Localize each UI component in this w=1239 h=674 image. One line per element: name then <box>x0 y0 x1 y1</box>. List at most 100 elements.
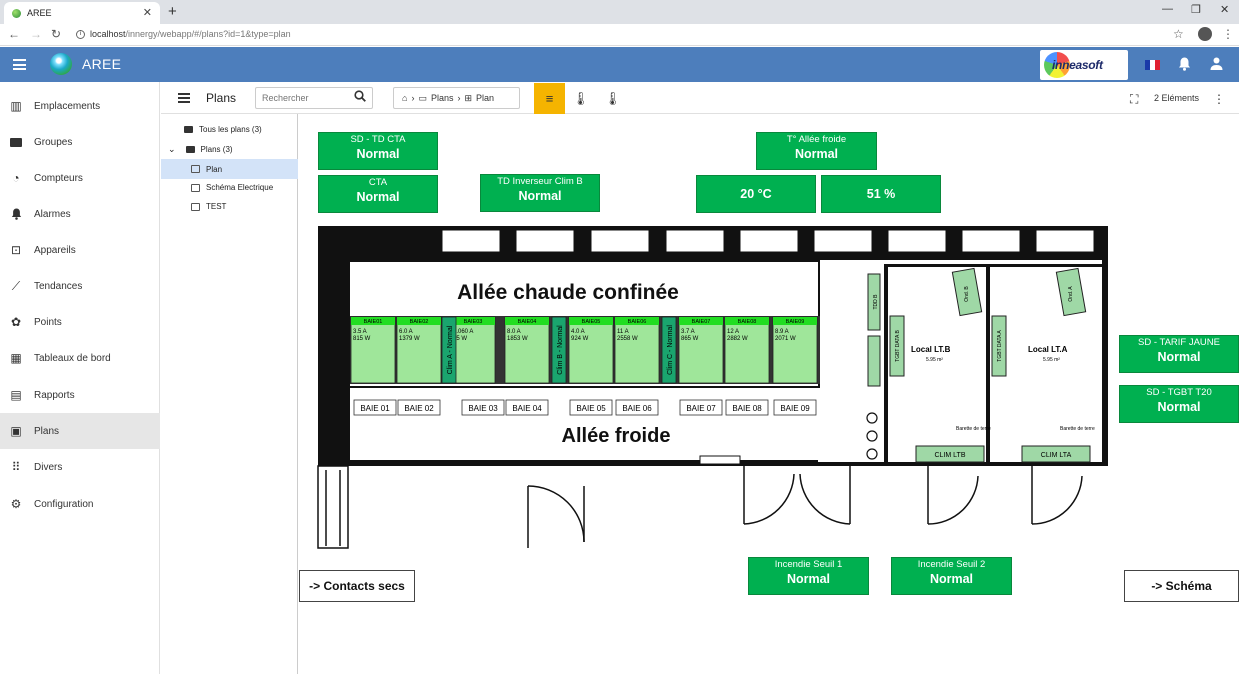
gear-icon: ⚙ <box>10 497 22 511</box>
local-a-name: Local LT.A <box>1028 345 1068 354</box>
breadcrumb-plans[interactable]: Plans <box>430 93 454 103</box>
rack-name: BAIE03 <box>464 319 483 325</box>
search-input[interactable] <box>255 87 373 109</box>
status-box-cta[interactable]: CTA Normal <box>318 175 438 213</box>
picture-icon <box>191 202 200 211</box>
tree-item-plan[interactable]: Plan <box>161 159 298 179</box>
rack-tag-label: BAIE 03 <box>468 404 498 413</box>
list-view-button[interactable]: ≡ <box>534 83 565 114</box>
rack-header <box>569 317 613 325</box>
sidebar-item-rapports[interactable]: ▤Rapports <box>0 377 160 413</box>
profile-icon[interactable] <box>1198 27 1212 41</box>
rack-tag-5: BAIE 05 <box>569 399 613 416</box>
contacts-secs-button[interactable]: -> Contacts secs <box>299 570 415 602</box>
schema-button[interactable]: -> Schéma <box>1124 570 1239 602</box>
fullscreen-icon[interactable]: ⛶ <box>1130 92 1139 106</box>
clim-unit-3[interactable]: Clim C - Normal <box>661 316 677 384</box>
sidebar-item-appareils[interactable]: ⊡Appareils <box>0 232 160 268</box>
reload-icon[interactable]: ↻ <box>51 27 62 41</box>
hamburger-menu-icon[interactable] <box>13 59 26 70</box>
rack-tag-label: BAIE 06 <box>622 404 652 413</box>
sidebar-item-alarmes[interactable]: Alarmes <box>0 196 160 232</box>
french-flag-icon[interactable] <box>1145 60 1160 70</box>
status-box-incendie-2[interactable]: Incendie Seuil 2 Normal <box>891 557 1012 595</box>
clim-unit-1[interactable]: Clim A - Normal <box>441 316 457 384</box>
close-tab-icon[interactable]: ✕ <box>142 7 152 19</box>
status-box-td-inverseur[interactable]: TD Inverseur Clim B Normal <box>480 174 600 212</box>
ond-a-label: Ond. A <box>1068 286 1074 302</box>
status-label: TD Inverseur Clim B <box>497 176 583 187</box>
bookmark-star-icon[interactable]: ☆ <box>1173 27 1184 41</box>
chevron-down-icon[interactable]: ⌄ <box>168 144 176 154</box>
status-box-t-allee-froide[interactable]: T° Allée froide Normal <box>756 132 877 170</box>
humidity-readout[interactable]: 51 % <box>821 175 941 213</box>
sidebar-item-points[interactable]: ✿Points <box>0 304 160 340</box>
rack-header <box>773 317 817 325</box>
tree-toggle-menu-icon[interactable] <box>178 93 190 103</box>
rack-name: BAIE06 <box>628 319 647 325</box>
close-window-icon[interactable]: ✕ <box>1220 4 1230 16</box>
back-icon[interactable]: ← <box>8 27 20 41</box>
status-box-tarif-jaune[interactable]: SD - TARIF JAUNE Normal <box>1119 335 1239 373</box>
user-account-icon[interactable] <box>1210 57 1223 73</box>
sidebar-item-groupes[interactable]: Groupes <box>0 124 160 160</box>
clim-label: Clim C - Normal <box>667 325 674 375</box>
rack-name: BAIE07 <box>692 319 711 325</box>
breadcrumb-plan[interactable]: Plan <box>476 93 495 103</box>
sidebar-item-emplacements[interactable]: ▥Emplacements <box>0 88 160 124</box>
notification-bell-icon[interactable] <box>1178 57 1191 74</box>
app-logo-icon <box>50 53 72 75</box>
sidebar-item-configuration[interactable]: ⚙Configuration <box>0 486 160 522</box>
sidebar-item-label: Tableaux de bord <box>34 352 111 364</box>
tree-item-all-plans[interactable]: Tous les plans (3) <box>184 125 262 134</box>
favicon-icon <box>12 8 21 18</box>
tdd-b-box <box>867 273 881 331</box>
temperature-up-button[interactable]: 🌡 <box>597 83 628 114</box>
sidebar-item-tendances[interactable]: ⟋Tendances <box>0 268 160 304</box>
temperature-readout[interactable]: 20 °C <box>696 175 816 213</box>
restore-icon[interactable]: ❐ <box>1191 4 1201 16</box>
new-tab-button[interactable]: + <box>168 3 177 20</box>
status-box-tgbt-t20[interactable]: SD - TGBT T20 Normal <box>1119 385 1239 423</box>
rack-header <box>679 317 723 325</box>
app-title: AREE <box>82 56 122 72</box>
clim-unit-2[interactable]: Clim B - Normal <box>551 316 567 384</box>
browser-tab[interactable]: AREE ✕ <box>4 2 160 24</box>
info-icon: i <box>76 29 85 39</box>
temperature-down-button[interactable]: 🌡 <box>565 83 596 114</box>
tree-item-schema[interactable]: Schéma Electrique <box>191 183 273 192</box>
rack-body <box>396 316 442 384</box>
browser-menu-icon[interactable]: ⋮ <box>1222 27 1234 41</box>
search-icon[interactable] <box>354 90 366 105</box>
status-box-incendie-1[interactable]: Incendie Seuil 1 Normal <box>748 557 869 595</box>
minimize-icon[interactable]: — <box>1162 3 1173 15</box>
more-options-icon[interactable]: ⋮ <box>1213 92 1225 106</box>
rack-current: 3.5 A <box>353 329 367 335</box>
tree-item-plans-folder[interactable]: ⌄Plans (3) <box>168 144 233 155</box>
sidebar-item-compteurs[interactable]: ◔Compteurs <box>0 160 160 196</box>
dashboard-icon: ▦ <box>10 351 22 365</box>
tree-item-test[interactable]: TEST <box>191 202 226 211</box>
sidebar-item-tableaux-de-bord[interactable]: ▦ Tableaux de bord <box>0 340 160 376</box>
status-box-sd-td-cta[interactable]: SD - TD CTA Normal <box>318 132 438 170</box>
url-field[interactable]: i localhost/innergy/webapp/#/plans?id=1&… <box>76 29 291 39</box>
sidebar-item-divers[interactable]: ⠿Divers <box>0 449 160 485</box>
forward-icon[interactable]: → <box>30 27 42 41</box>
humidity-value: 51 % <box>866 187 896 201</box>
local-b-area: 5.95 m² <box>926 357 943 363</box>
sidebar-item-label: Tendances <box>34 280 83 292</box>
folder-icon <box>185 146 195 153</box>
rack-power: 1853 W <box>507 336 528 342</box>
sidebar-item-plans[interactable]: ▣Plans <box>0 413 160 449</box>
rack-current: 6.0 A <box>399 329 413 335</box>
home-icon[interactable]: ⌂ <box>402 93 408 103</box>
